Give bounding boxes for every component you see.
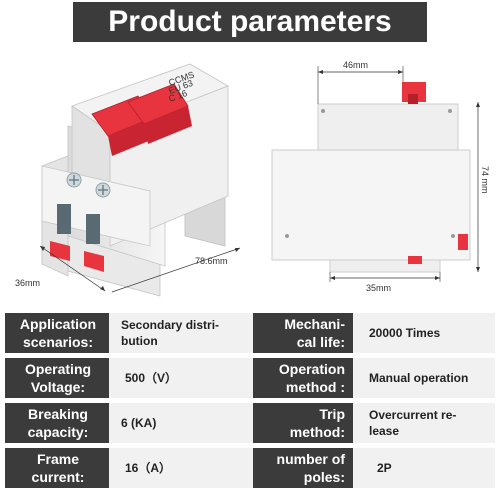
spec-label: Operating Voltage: [5,358,109,398]
product-figure: CCMS EU 63 C 16 36mm 78.6mm [0,46,500,306]
spec-row: Application scenarios: Secondary distri-… [5,313,495,353]
spec-label: Application scenarios: [5,313,109,353]
din-clip-right [84,251,104,272]
spec-value: 6 (KA) [121,416,157,430]
toggle-handle-left-front [108,118,156,156]
spec-label: number of poles: [253,448,353,488]
side-bottom-block [329,259,441,273]
spec-label: Frame current: [5,448,109,488]
spec-label: Mechani- cal life: [253,313,353,353]
terminal-opening-2 [86,214,100,244]
dim-line-depth [39,245,106,292]
side-top-block [317,103,459,151]
page-title-banner: Product parameters [73,2,427,42]
dim-height-left-label: 78.6mm [195,256,228,266]
spec-value: 16（A） [125,461,172,475]
dim-line-height-left [111,247,241,293]
spec-value: Overcurrent re- lease [369,408,457,438]
page-title: Product parameters [108,5,392,38]
side-middle-block [271,149,471,261]
spec-value: Manual operation [369,371,469,385]
spec-table: Application scenarios: Secondary distri-… [5,313,495,493]
spec-row: Operating Voltage: 500（V） Operation meth… [5,358,495,398]
spec-label: Breaking capacity: [5,403,109,443]
breaker-side-view: 46mm 74 mm 35mm [271,60,490,293]
spec-row: Breaking capacity: 6 (KA) Trip method: O… [5,403,495,443]
breaker-perspective-view: CCMS EU 63 C 16 36mm 78.6mm [15,63,241,297]
side-clip-bottom [408,256,422,264]
terminal-opening-1 [57,204,71,234]
dim-width-top-label: 46mm [343,60,368,70]
product-drawing: CCMS EU 63 C 16 36mm 78.6mm [15,60,490,297]
toggle-handle-right-front [144,106,192,144]
side-clip-right [458,234,468,250]
spec-row: Frame current: 16（A） number of poles: 2P [5,448,495,488]
spec-label: Operation method : [253,358,353,398]
spec-value: Secondary distri- bution [121,318,220,348]
spec-label: Trip method: [253,403,353,443]
spec-value: 2P [377,461,392,475]
spec-value: 500（V） [125,371,178,385]
dim-height-right-label: 74 mm [480,166,490,194]
dim-depth-label: 36mm [15,278,40,288]
spec-value: 20000 Times [369,326,441,340]
dim-width-bottom-label: 35mm [366,283,391,293]
